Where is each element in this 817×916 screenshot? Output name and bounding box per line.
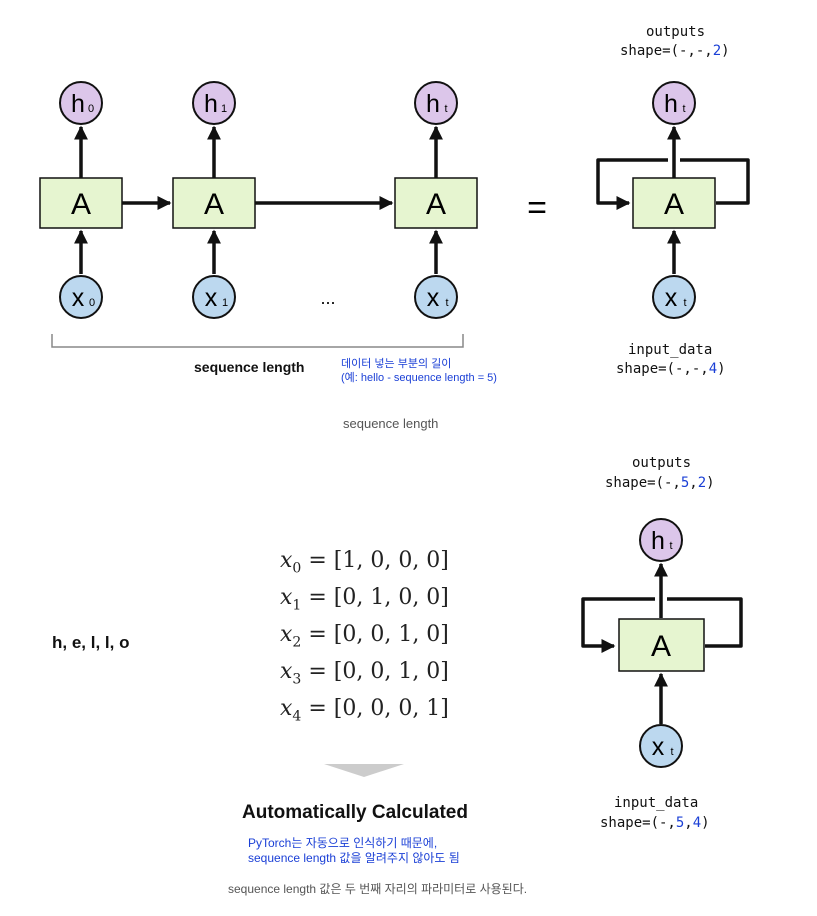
vector-row: x1 = [0, 1, 0, 0] xyxy=(280,585,449,614)
input-node xyxy=(192,275,236,319)
vector-row: x3 = [0, 0, 1, 0] xyxy=(280,659,449,688)
caption-bottom: sequence length 값은 두 번째 자리의 파라미터로 사용된다. xyxy=(228,882,528,896)
hidden-state-label: h xyxy=(204,90,218,118)
sequence-length-label: sequence length xyxy=(194,359,305,375)
outputs-label-bottom: outputs xyxy=(632,455,692,471)
hidden-state-subscript: t xyxy=(444,103,447,115)
input-label: x xyxy=(652,733,665,761)
input-subscript: t xyxy=(683,297,686,309)
caption-top: sequence length xyxy=(343,416,439,431)
input-node xyxy=(414,275,458,319)
input-label-top: input_data xyxy=(628,342,713,358)
down-chevron-icon xyxy=(324,764,404,777)
shape-value: 2 xyxy=(712,43,722,59)
unrolled-step-0: h 0 A x 0 xyxy=(39,81,123,319)
rnn-cell xyxy=(394,177,478,229)
rnn-cell-label: A xyxy=(664,188,684,221)
input-subscript: t xyxy=(670,746,673,758)
hidden-state-label: h xyxy=(426,90,440,118)
ellipsis: ... xyxy=(320,288,335,308)
sequence-bracket xyxy=(51,334,464,348)
equals-sign: = xyxy=(527,189,547,227)
rnn-cell xyxy=(618,618,705,672)
rnn-cell xyxy=(172,177,256,229)
hidden-state-label: h xyxy=(651,527,665,555)
sequence-note-line-2: (예: hello - sequence length = 5) xyxy=(341,372,497,384)
input-label: x xyxy=(205,284,218,312)
loop-left-arrow xyxy=(581,597,655,653)
unrolled-step-t: h t A x t xyxy=(394,81,478,319)
vector-row: x2 = [0, 0, 1, 0] xyxy=(280,622,449,651)
input-label: x xyxy=(427,284,440,312)
hidden-state-node xyxy=(652,81,696,125)
unrolled-step-1: h 1 A x 1 xyxy=(172,81,256,319)
rnn-cell-label: A xyxy=(71,188,91,221)
loop-right xyxy=(667,597,743,648)
hidden-state-label: h xyxy=(664,90,678,118)
hidden-state-node xyxy=(192,81,236,125)
pytorch-note-line-1: PyTorch는 자동으로 인식하기 때문에, xyxy=(248,836,438,850)
hidden-state-subscript: 1 xyxy=(221,103,227,115)
hidden-state-node xyxy=(59,81,103,125)
input-shape-bottom: shape=(-,5,4) xyxy=(600,815,710,831)
input-label: x xyxy=(72,284,85,312)
input-shape-top: shape=(-,-,4) xyxy=(616,361,726,377)
loop-left-arrow xyxy=(596,158,668,210)
word-letters: h, e, l, l, o xyxy=(52,633,130,652)
rnn-cell-label: A xyxy=(426,188,446,221)
rnn-cell-label: A xyxy=(204,188,224,221)
hidden-state-node xyxy=(639,518,683,562)
rnn-cell-label: A xyxy=(651,630,671,663)
shape-value: 4 xyxy=(708,361,718,377)
input-subscript: 1 xyxy=(222,297,228,309)
input-node xyxy=(652,275,696,319)
one-hot-vectors: x0 = [1, 0, 0, 0] x1 = [0, 1, 0, 0] x2 =… xyxy=(280,548,449,733)
hidden-state-label: h xyxy=(71,90,85,118)
rolled-rnn-top: h t A x t xyxy=(596,81,750,319)
input-node xyxy=(59,275,103,319)
outputs-shape-top: shape=(-,-,2) xyxy=(620,43,730,59)
rnn-cell xyxy=(632,177,716,229)
vector-row: x4 = [0, 0, 0, 1] xyxy=(280,696,449,725)
outputs-label-top: outputs xyxy=(646,24,706,40)
hidden-state-node xyxy=(414,81,458,125)
hidden-state-subscript: t xyxy=(669,540,672,552)
input-label: x xyxy=(665,284,678,312)
hidden-state-subscript: 0 xyxy=(88,103,94,115)
loop-right xyxy=(680,158,750,205)
headline-automatically-calculated: Automatically Calculated xyxy=(242,802,468,823)
hidden-state-subscript: t xyxy=(682,103,685,115)
input-node xyxy=(639,724,683,768)
outputs-shape-bottom: shape=(-,5,2) xyxy=(605,475,715,491)
pytorch-note-line-2: sequence length 값을 알려주지 않아도 됨 xyxy=(248,851,460,865)
input-subscript: 0 xyxy=(89,297,95,309)
input-label-bottom: input_data xyxy=(614,795,699,811)
vector-row: x0 = [1, 0, 0, 0] xyxy=(280,548,449,577)
input-subscript: t xyxy=(445,297,448,309)
rolled-rnn-bottom: h t A x t xyxy=(581,518,743,768)
sequence-note-line-1: 데이터 넣는 부분의 길이 xyxy=(341,358,452,370)
rnn-cell xyxy=(39,177,123,229)
